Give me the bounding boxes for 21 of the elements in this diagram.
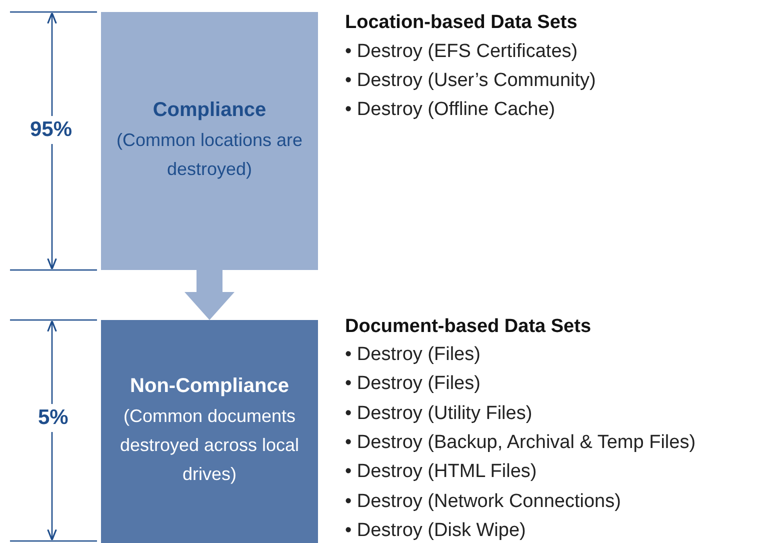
bullet-item: • Destroy (Utility Files)	[345, 402, 532, 425]
bullet-item: • Destroy (Backup, Archival & Temp Files)	[345, 432, 696, 454]
bullet-item: • Destroy (Files)	[345, 373, 480, 396]
box-description: (Common documents destroyed across local drives)	[118, 404, 300, 486]
box-description: (Common locations are destroyed)	[115, 128, 304, 181]
process-box	[101, 320, 318, 543]
arrow	[184, 270, 234, 320]
process-box	[101, 12, 318, 270]
percentage-label: 95%	[30, 116, 72, 144]
box-title: Compliance	[152, 98, 266, 122]
bullet-item: • Destroy (Disk Wipe)	[345, 520, 526, 542]
bullet-item: • Destroy (EFS Certificates)	[345, 41, 578, 63]
section-heading: Document-based Data Sets	[345, 316, 592, 338]
bullet-item: • Destroy (Files)	[345, 344, 480, 366]
box-title: Non-Compliance	[130, 374, 289, 398]
bullet-item: • Destroy (HTML Files)	[345, 461, 537, 484]
percentage-label: 5%	[38, 404, 68, 432]
bullet-item: • Destroy (Network Connections)	[345, 490, 621, 512]
section-heading: Location-based Data Sets	[345, 12, 578, 34]
bullet-item: • Destroy (User’s Community)	[345, 70, 596, 92]
bullet-item: • Destroy (Offline Cache)	[345, 99, 556, 121]
